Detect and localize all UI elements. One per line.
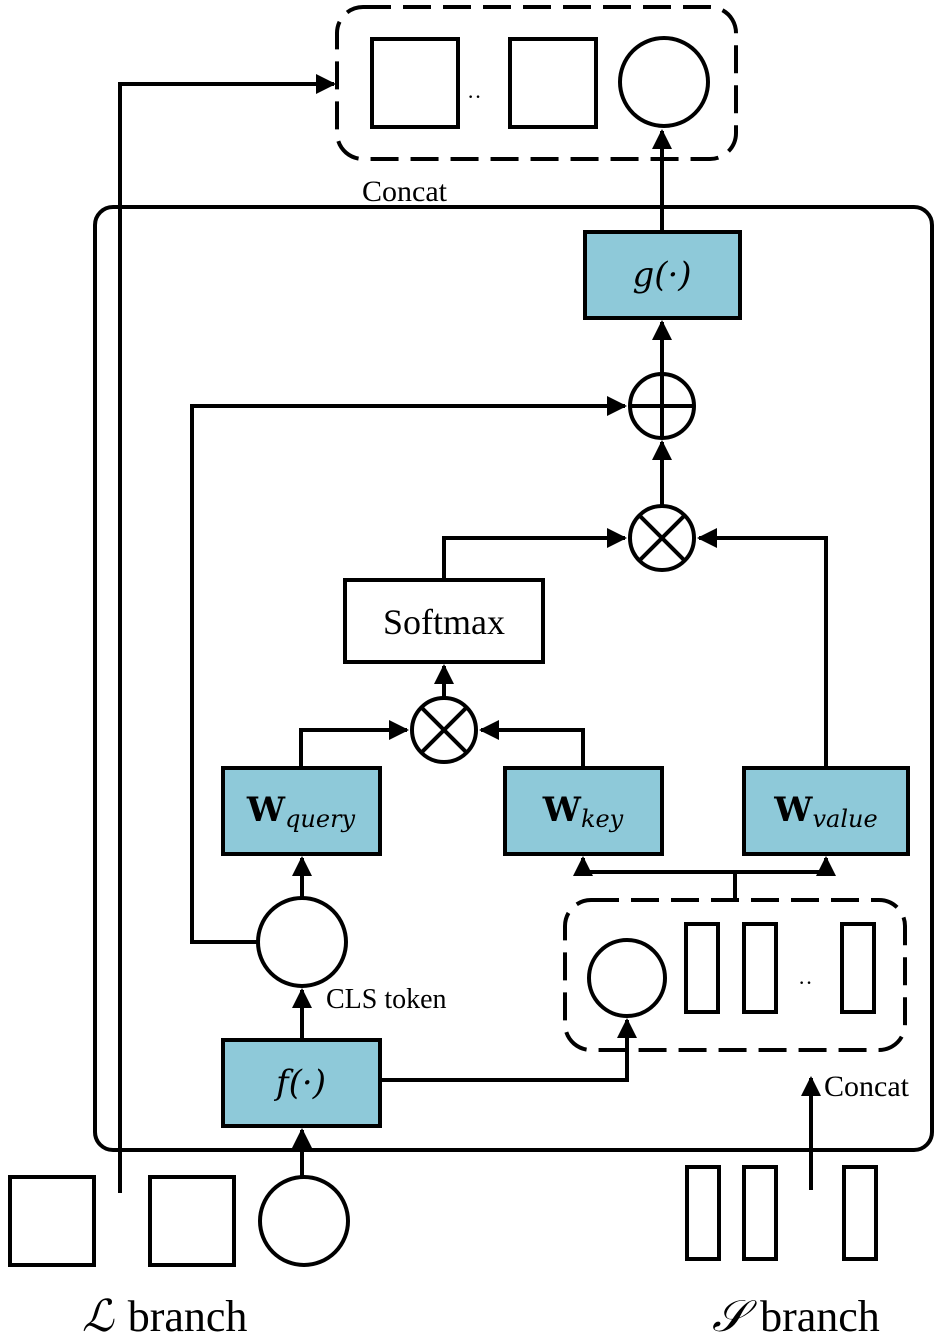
w-query-box (221, 766, 382, 856)
s-branch-rect-3 (842, 1165, 878, 1261)
g-function-label: g(·) (632, 255, 691, 295)
f-function-label: f(·) (273, 1063, 326, 1103)
w-value-label: Wvalue (773, 790, 877, 833)
right-concat-circle (587, 938, 667, 1018)
right-concat-label: Concat (824, 1070, 910, 1103)
right-concat-rect-3 (840, 922, 876, 1014)
concat-to-key-arrow (573, 856, 735, 876)
top-concat-group (335, 5, 738, 161)
w-key-label: Wkey (542, 790, 624, 833)
w-value-letter: W (773, 790, 813, 830)
g-function-box (583, 230, 742, 320)
top-concat-square-2 (508, 37, 598, 129)
score-multiply-icon (410, 696, 478, 764)
s-branch-rect-2 (742, 1165, 778, 1261)
add-operator-icon (628, 372, 696, 440)
cls-token-label: CLS token (326, 984, 447, 1015)
l-branch-bypass-arrow (118, 74, 336, 1193)
s-branch-word: branch (760, 1292, 880, 1339)
w-query-label: Wquery (246, 790, 356, 833)
concat-to-value-arrow (735, 856, 836, 876)
l-branch-word: branch (128, 1292, 248, 1339)
key-to-mult-arrow (479, 720, 585, 768)
softmax-box (343, 578, 545, 664)
l-branch-symbol: ℒ (82, 1292, 115, 1339)
w-key-subscript: key (581, 805, 624, 833)
top-concat-ellipsis: ·· (467, 84, 482, 109)
s-branch-rect-1 (685, 1165, 721, 1261)
softmax-to-mult-arrow (442, 528, 627, 580)
l-branch-square-2 (148, 1175, 236, 1267)
cls-token-circle (256, 896, 348, 988)
s-branch-symbol: 𝒮 (712, 1292, 757, 1339)
w-key-letter: W (542, 790, 582, 830)
attention-multiply-icon (628, 504, 696, 572)
f-to-patch-arrow (380, 1018, 637, 1082)
l-branch-square-1 (8, 1175, 96, 1267)
right-concat-rect-1 (684, 922, 720, 1014)
w-value-subscript: value (812, 805, 877, 833)
top-concat-square-1 (370, 37, 460, 129)
w-value-box (742, 766, 910, 856)
right-concat-rect-2 (742, 922, 778, 1014)
cross-attention-module-frame (93, 205, 934, 1152)
f-function-box (221, 1038, 382, 1128)
query-to-mult-arrow (299, 720, 409, 768)
w-query-letter: W (246, 790, 286, 830)
top-concat-circle (618, 36, 710, 128)
w-query-subscript: query (285, 805, 355, 833)
softmax-label: Softmax (383, 602, 505, 642)
right-concat-ellipsis: ·· (798, 970, 813, 995)
top-concat-label: Concat (362, 175, 448, 208)
l-branch-circle (258, 1175, 350, 1267)
value-to-mult-arrow (697, 528, 828, 768)
residual-arrow (190, 396, 627, 944)
